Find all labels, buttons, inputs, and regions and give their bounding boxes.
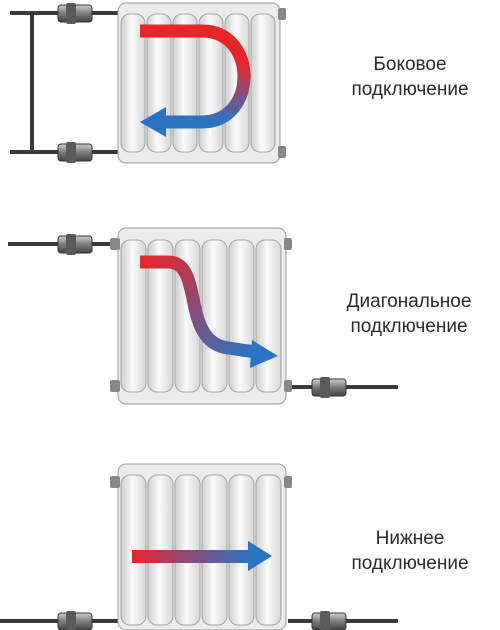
side-bottom-valve [57,142,93,163]
side-flow-arrow [140,24,251,137]
side-connection-caption: Боковое подключение [320,52,500,102]
diagonal-connection-caption: Диагональное подключение [318,289,500,339]
diagonal-caption-line2: подключение [350,316,468,337]
diagonal-top-valve [57,234,93,255]
bottom-left-valve [57,611,93,630]
diagonal-caption-line1: Диагональное [346,291,472,312]
side-caption-line2: подключение [351,79,469,100]
bottom-caption-line1: Нижнее [375,528,445,549]
side-connection-diagram [10,2,286,164]
bottom-caption-line2: подключение [351,553,469,574]
bottom-connection-diagram [0,463,398,630]
diagonal-bottom-valve [311,377,347,398]
side-top-valve [57,3,93,24]
side-supply-pipe [30,11,120,152]
side-caption-line1: Боковое [373,54,447,75]
bottom-radiator [110,463,292,630]
diagonal-flow-arrow [140,255,278,368]
bottom-connection-caption: Нижнее подключение [320,526,500,576]
bottom-flow-arrow [132,541,272,571]
diagonal-connection-diagram [8,227,398,405]
bottom-right-valve [311,611,347,630]
